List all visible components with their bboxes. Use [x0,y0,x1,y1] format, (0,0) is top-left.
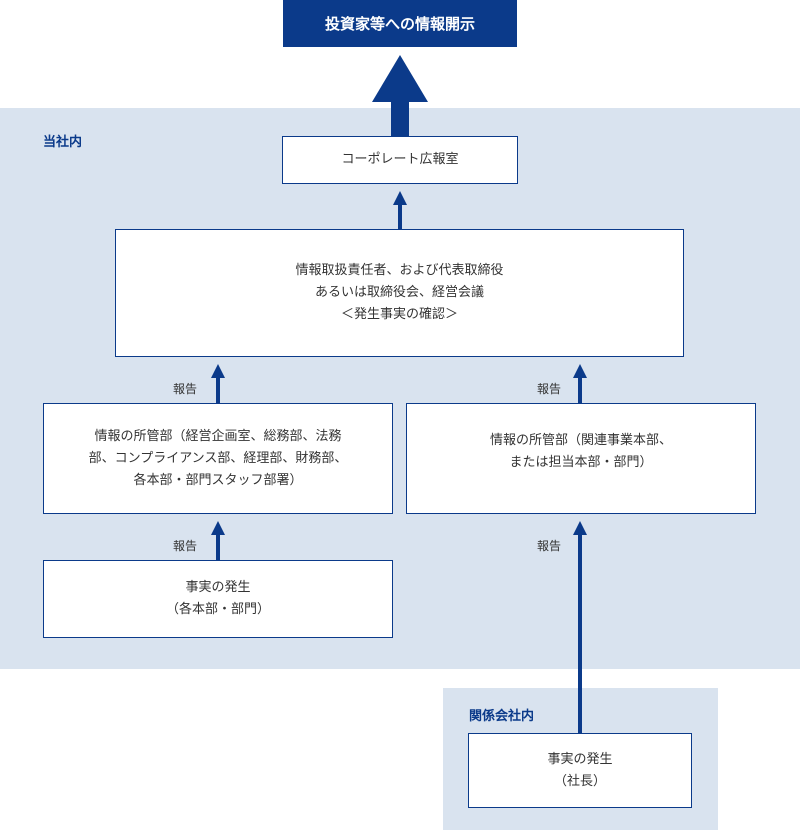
pr-office-box: コーポレート広報室 [282,136,518,184]
arrow-to-pr-office [393,191,407,230]
dept-right-box: 情報の所管部（関連事業本部、 または担当本部・部門） [406,403,756,514]
event-left-line-2: （各本部・部門） [165,602,270,617]
arrow-left-dept-to-officer [211,364,225,404]
arrow-right-dept-to-officer [573,364,587,404]
report-label-left-lower: 報告 [173,539,198,553]
officer-line-3: ＜発生事実の確認＞ [340,307,458,322]
arrow-to-disclosure [372,55,428,137]
event-affiliate-line-1: 事実の発生 [547,751,613,767]
dept-right-line-1: 情報の所管部（関連事業本部、 [489,433,672,448]
arrow-affiliate-to-right-dept [573,521,587,733]
pr-office-label: コーポレート広報室 [341,152,459,167]
event-affiliate-box: 事実の発生 （社長） [468,733,692,808]
dept-left-box: 情報の所管部（経営企画室、総務部、法務 部、コンプライアンス部、経理部、財務部、… [43,403,393,514]
officer-line-2: あるいは取締役会、経営会議 [314,285,484,300]
report-label-right-upper: 報告 [537,382,562,396]
dept-left-line-3: 各本部・部門スタッフ部署） [133,472,303,488]
report-label-left-upper: 報告 [173,382,198,396]
arrow-event-to-left-dept [211,521,225,560]
event-left-box: 事実の発生 （各本部・部門） [43,560,393,638]
report-label-right-lower: 報告 [537,539,562,553]
disclosure-banner: 投資家等への情報開示 [283,0,517,47]
dept-right-line-2: または担当本部・部門） [509,455,653,470]
affiliate-region-label: 関係会社内 [469,709,535,724]
disclosure-banner-text: 投資家等への情報開示 [324,15,475,33]
event-affiliate-line-2: （社長） [553,773,606,789]
dept-left-line-1: 情報の所管部（経営企画室、総務部、法務 [94,428,342,444]
internal-region-label: 当社内 [43,135,83,150]
event-left-line-1: 事実の発生 [185,580,251,595]
officer-box: 情報取扱責任者、および代表取締役 あるいは取締役会、経営会議 ＜発生事実の確認＞ [115,229,684,357]
dept-left-line-2: 部、コンプライアンス部、経理部、財務部、 [88,450,348,466]
officer-line-1: 情報取扱責任者、および代表取締役 [295,263,504,278]
